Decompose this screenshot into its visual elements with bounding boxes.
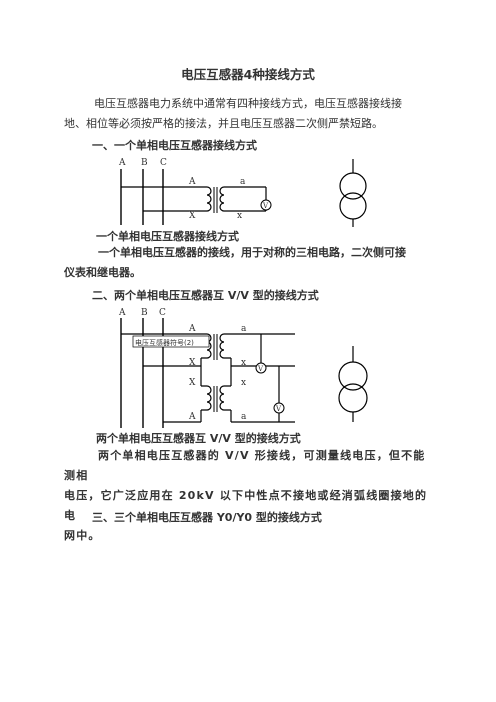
- phase-label-a: A: [118, 158, 126, 168]
- secondary-top-label: a: [240, 177, 246, 187]
- document-title: 电压互感器4种接线方式: [181, 67, 315, 82]
- t1-secondary-top-label: a: [241, 324, 247, 334]
- section1-description: 一个单相电压互感器的接线，用于对称的三相电路，二次侧可接 仪表和继电器。: [64, 243, 436, 283]
- transformer-symbol-icon: [339, 172, 367, 200]
- t1-secondary-bottom-label: x: [241, 358, 246, 368]
- intro-line-2: 地、相位等必须按严格的接法，并且电压互感器二次侧严禁短路。: [64, 117, 383, 130]
- phase-label-b: B: [141, 308, 148, 318]
- primary-top-label: A: [188, 177, 196, 187]
- section2-desc-line-3: 网中。: [64, 529, 101, 542]
- voltmeter-icon: [255, 362, 267, 374]
- t1-primary-coil: [201, 333, 212, 359]
- t2-primary-coil: [201, 385, 212, 411]
- section2-heading: 二、两个单相电压互感器互 V/V 型的接线方式: [92, 289, 319, 302]
- transformer-symbol-icon: [338, 361, 368, 391]
- t1-primary-top-label: A: [188, 324, 196, 334]
- section1-desc-line-1: 一个单相电压互感器的接线，用于对称的三相电路，二次侧可接: [98, 246, 406, 259]
- diagram-vv-connection: A B C V V A X a x X A x a 电压互感器符号(2): [118, 308, 368, 428]
- phase-label-a: A: [118, 308, 126, 318]
- primary-coil: [201, 186, 212, 212]
- voltmeter-icon: [260, 199, 272, 211]
- meter1-label: V: [257, 365, 264, 373]
- intro-paragraph: 电压互感器电力系统中通常有四种接线方式，电压互感器接线接 地、相位等必须按严格的…: [64, 94, 434, 134]
- watermark-text: 电压互感器符号(2): [135, 338, 194, 347]
- secondary-coil: [219, 186, 231, 212]
- diagram-single-phase: A B C V A X a x: [118, 158, 367, 227]
- section2-desc-line-1: 两个单相电压互感器的 V/V 形接线，可测量线电压，但不能测相: [64, 449, 426, 482]
- t1-primary-bottom-label: X: [189, 358, 196, 368]
- voltmeter-icon: [273, 402, 285, 414]
- meter-label: V: [262, 202, 269, 210]
- phase-label-c: C: [159, 308, 166, 318]
- phase-label-b: B: [141, 158, 148, 168]
- primary-bottom-label: X: [189, 211, 196, 221]
- t2-primary-bottom-label: A: [188, 412, 196, 422]
- section1-desc-line-2: 仪表和继电器。: [64, 266, 141, 279]
- section1-caption: 一个单相电压互感器接线方式: [96, 230, 239, 243]
- t1-secondary-coil: [219, 333, 231, 359]
- t2-primary-top-label: X: [189, 378, 196, 388]
- section2-desc-line-2: 电压，它广泛应用在 20kV 以下中性点不接地或经消弧线圈接地的电: [64, 489, 428, 522]
- t2-secondary-top-label: x: [241, 378, 246, 388]
- t2-secondary-coil: [219, 385, 231, 411]
- secondary-bottom-label: x: [237, 211, 242, 221]
- meter2-label: V: [275, 405, 282, 413]
- transformer-symbol-lower-circle: [339, 192, 367, 220]
- intro-line-1: 电压互感器电力系统中通常有四种接线方式，电压互感器接线接: [94, 97, 402, 110]
- watermark-box: [132, 335, 210, 348]
- section2-caption: 两个单相电压互感器互 V/V 型的接线方式: [96, 432, 301, 445]
- transformer-symbol-lower-circle: [338, 383, 368, 413]
- section3-heading: 三、三个单相电压互感器 Y0/Y0 型的接线方式: [92, 511, 322, 524]
- section2-description: 两个单相电压互感器的 V/V 形接线，可测量线电压，但不能测相 电压，它广泛应用…: [64, 446, 436, 546]
- phase-label-c: C: [160, 158, 167, 168]
- t2-secondary-bottom-label: a: [241, 412, 247, 422]
- section1-heading: 一、一个单相电压互感器接线方式: [92, 139, 257, 152]
